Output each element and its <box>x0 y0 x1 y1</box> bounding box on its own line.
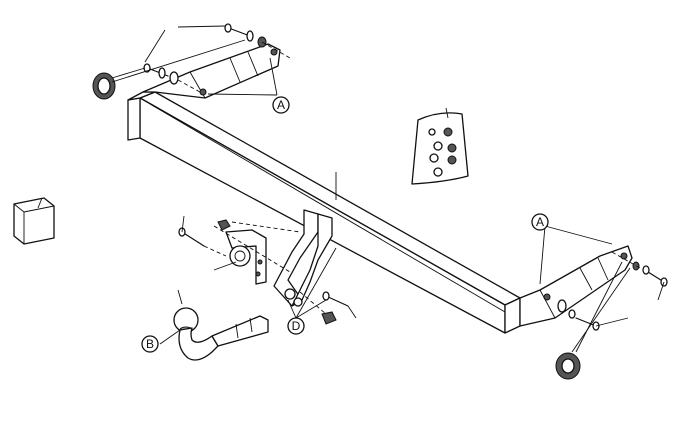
left-fastener-set <box>92 23 291 100</box>
callout-a-right-label: A <box>536 215 544 229</box>
callout-b: B <box>141 335 159 353</box>
right-mounting-arm <box>519 245 633 327</box>
parts-box <box>13 197 55 245</box>
callout-d: D <box>287 247 337 335</box>
callout-a-left-label: A <box>277 98 285 112</box>
callout-d-label: D <box>292 319 301 333</box>
callout-b-label: B <box>146 337 154 351</box>
tow-ball-neck <box>159 289 269 361</box>
callout-a-left: A <box>207 57 290 114</box>
fastener-bag <box>411 107 469 185</box>
centre-bracket <box>273 209 333 307</box>
socket-bracket <box>178 215 301 285</box>
right-fastener-set <box>555 251 668 380</box>
centre-bolt-set <box>299 291 357 325</box>
callout-a-right: A <box>531 213 613 285</box>
left-mounting-arm <box>142 43 281 99</box>
